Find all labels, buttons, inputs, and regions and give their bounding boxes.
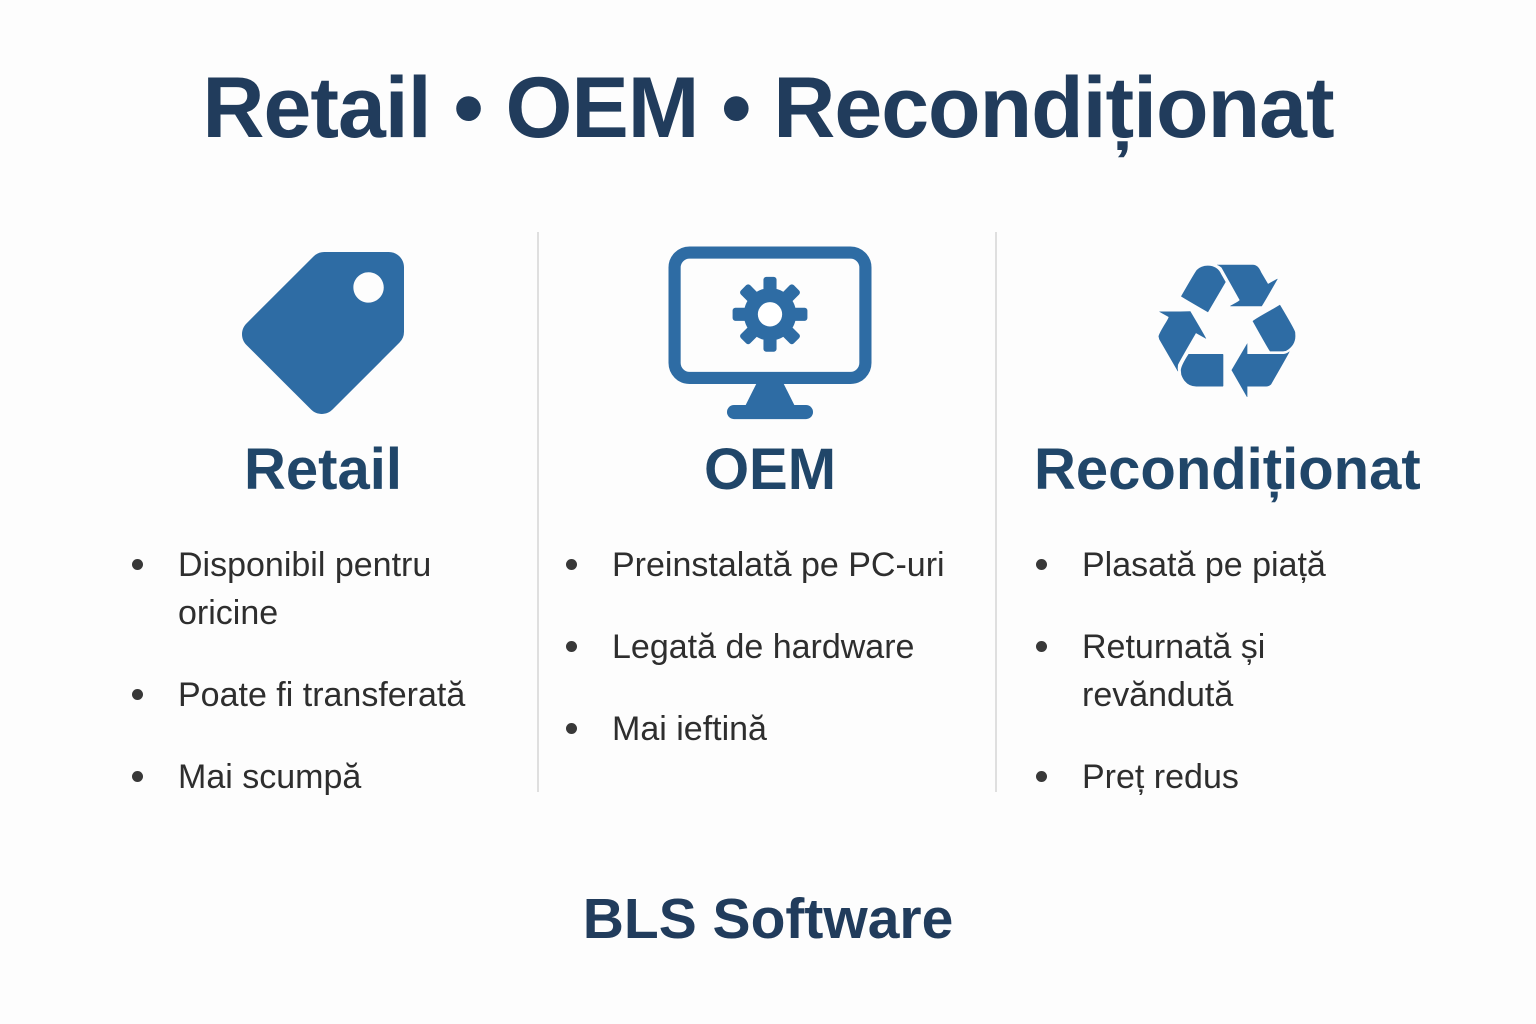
column-heading-retail: Retail — [244, 437, 402, 502]
brand-footer: BLS Software — [582, 887, 954, 951]
bullet-item: Legată de hardware — [564, 623, 976, 671]
column-reconditionat: ♻ Recondiționat Plasată pe piață Returna… — [1034, 223, 1421, 835]
monitor-gear-icon — [564, 240, 976, 425]
bullet-item: Mai ieftină — [564, 705, 976, 753]
bullet-text: Preț redus — [1082, 758, 1239, 796]
bullet-item: Poate fi transferată — [130, 671, 516, 719]
bullet-text: Preinstalată pe PC-uri — [612, 546, 945, 584]
bullet-item: Plasată pe piață — [1034, 541, 1420, 589]
recycle-icon-glyph: ♻ — [1142, 223, 1312, 442]
page-title: Retail • OEM • Recondiționat — [202, 60, 1334, 156]
bullet-text: Returnată și revăndută — [1082, 628, 1266, 714]
recycle-icon: ♻ — [1034, 223, 1420, 442]
bullet-text: Disponibil pentru oricine — [178, 546, 432, 632]
column-heading-reconditionat: Recondiționat — [1034, 437, 1421, 502]
column-heading-oem: OEM — [703, 437, 837, 502]
bullet-text: Plasată pe piață — [1082, 546, 1326, 584]
bullet-text: Legată de hardware — [612, 628, 915, 666]
bullet-item: Returnată și revăndută — [1034, 623, 1420, 719]
bullet-item: Preț redus — [1034, 753, 1420, 801]
bullet-text: Mai scumpă — [178, 758, 362, 796]
bullet-item: Mai scumpă — [130, 753, 516, 801]
column-oem: OEM Preinstalată pe PC-uri Legată de har… — [564, 240, 976, 787]
reconditionat-bullet-list: Plasată pe piață Returnată și revăndută … — [1034, 541, 1420, 801]
bullet-item: Disponibil pentru oricine — [130, 541, 516, 637]
bullet-text: Mai ieftină — [612, 710, 767, 748]
column-retail: Retail Disponibil pentru oricine Poate f… — [130, 240, 516, 835]
retail-bullet-list: Disponibil pentru oricine Poate fi trans… — [130, 541, 516, 801]
oem-bullet-list: Preinstalată pe PC-uri Legată de hardwar… — [564, 541, 976, 753]
bullet-item: Preinstalată pe PC-uri — [564, 541, 976, 589]
column-divider — [537, 232, 539, 792]
bullet-text: Poate fi transferată — [178, 676, 466, 714]
price-tag-icon — [130, 240, 516, 425]
column-divider — [995, 232, 997, 792]
